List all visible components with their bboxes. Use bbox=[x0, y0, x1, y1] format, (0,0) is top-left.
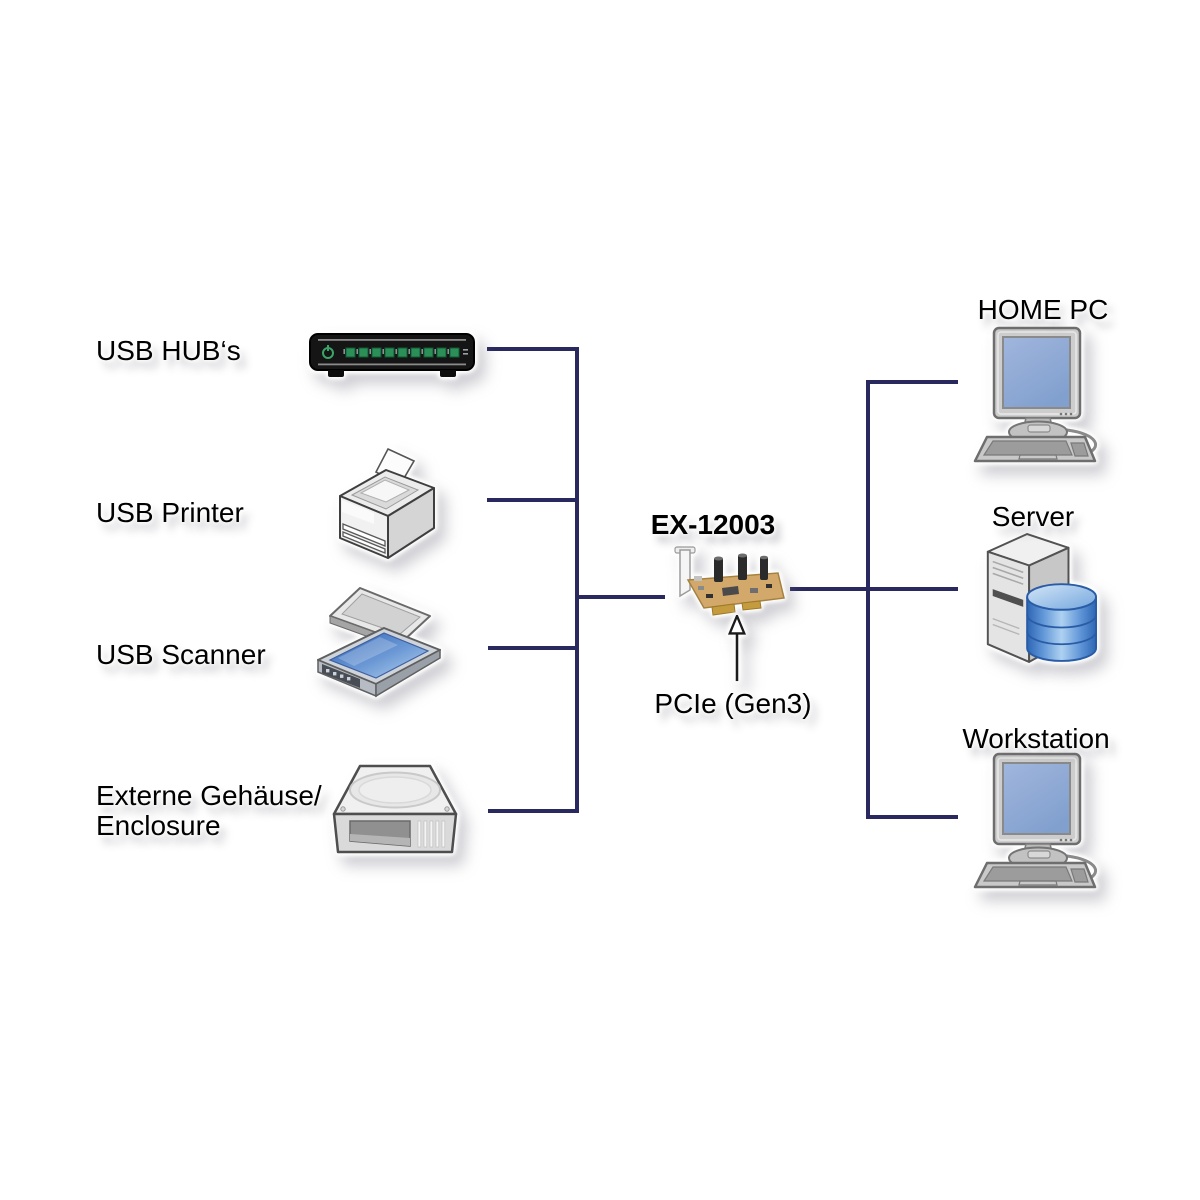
connector-scanner-line bbox=[488, 646, 577, 650]
usb-hubs-label: USB HUB‘s bbox=[96, 335, 241, 366]
pcie-gen3-label: PCIe (Gen3) bbox=[654, 688, 812, 719]
connector-workstation-line bbox=[866, 815, 958, 819]
hdd-enclosure-icon bbox=[332, 764, 458, 854]
card-to-server-line bbox=[790, 587, 958, 591]
server-label: Server bbox=[991, 501, 1075, 532]
up-arrow-icon bbox=[727, 615, 747, 682]
pcie-card-icon bbox=[674, 546, 785, 616]
printer-icon bbox=[339, 447, 435, 559]
workstation-label: Workstation bbox=[962, 723, 1110, 754]
connector-usb-hub-line bbox=[487, 347, 577, 351]
home-pc-label: HOME PC bbox=[977, 294, 1109, 325]
usb-scanner-label: USB Scanner bbox=[96, 639, 266, 670]
enclosure-label-line2: Enclosure bbox=[96, 810, 221, 841]
enclosure-label: Externe Gehäuse/ Enclosure bbox=[96, 781, 322, 841]
connector-enclosure-line bbox=[488, 809, 577, 813]
server-icon bbox=[986, 533, 1098, 663]
connector-home-pc-line bbox=[866, 380, 958, 384]
desktop-pc-icon bbox=[973, 326, 1097, 463]
product-model-label: EX-12003 bbox=[650, 509, 776, 540]
left-bus-line bbox=[575, 347, 579, 813]
enclosure-label-line1: Externe Gehäuse/ bbox=[96, 780, 322, 811]
scanner-icon bbox=[317, 587, 441, 698]
desktop-pc-icon bbox=[973, 752, 1097, 889]
usb-printer-label: USB Printer bbox=[96, 497, 244, 528]
connector-printer-line bbox=[487, 498, 577, 502]
bus-to-card-line bbox=[575, 595, 665, 599]
usb-hub-icon bbox=[309, 333, 475, 377]
right-bus-line bbox=[866, 380, 870, 819]
